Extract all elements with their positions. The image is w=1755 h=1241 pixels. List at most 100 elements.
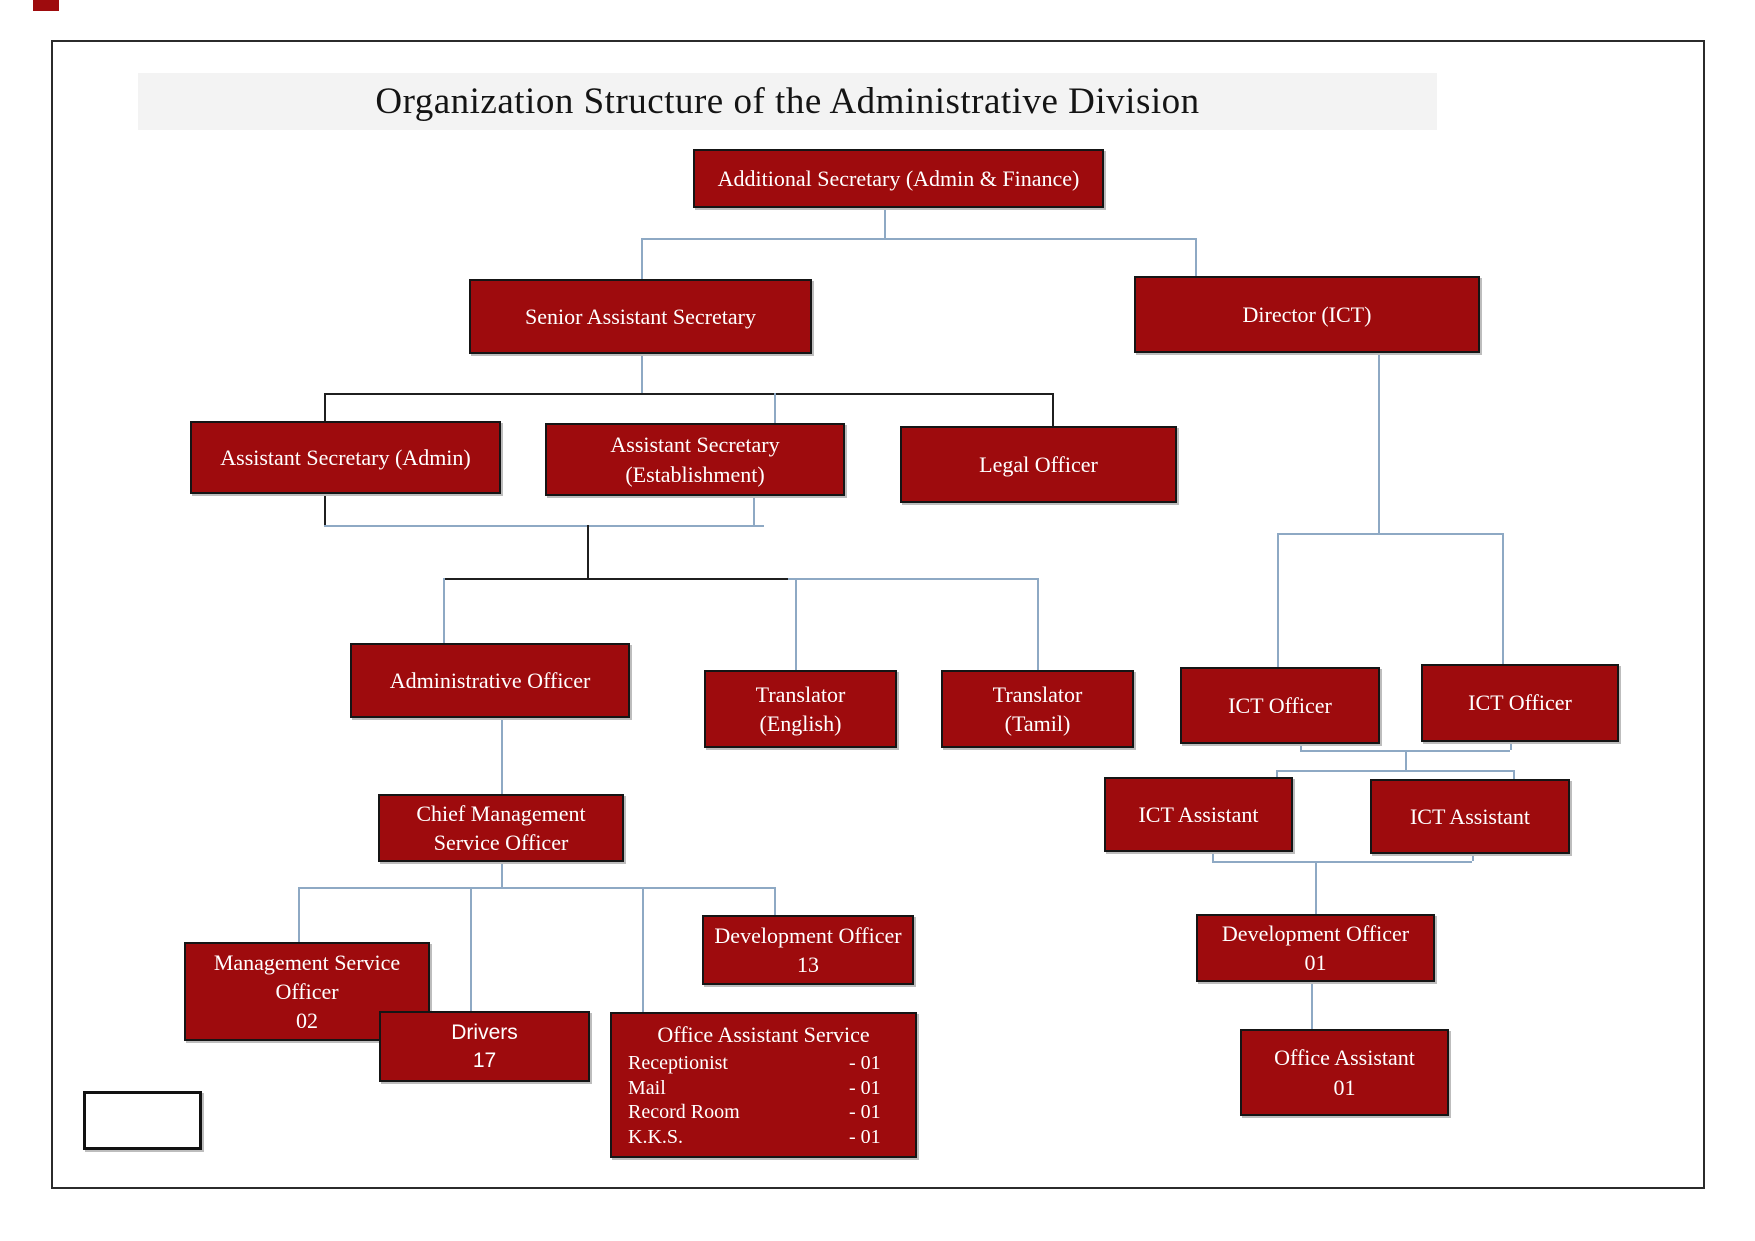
connector-line (1276, 770, 1513, 772)
management-service-officer-label: Management Service (213, 949, 401, 975)
connector-line (298, 887, 774, 889)
development-officer-01-label: Development Officer (1221, 920, 1410, 946)
ict-assistant-1-label: ICT Assistant (1138, 801, 1259, 827)
translator-tamil: Translator (Tamil) (941, 670, 1134, 748)
assistant-secretary-establishment: Assistant Secretary (Establishment) (545, 423, 845, 496)
service-row-value: - 01 (849, 1076, 881, 1099)
service-row-label: K.K.S. (628, 1125, 684, 1148)
connector-line (443, 578, 788, 580)
legal-officer-label: Legal Officer (979, 451, 1098, 477)
additional-secretary-admin-finance: Additional Secretary (Admin & Finance) (693, 149, 1104, 208)
drivers-label: 17 (472, 1048, 497, 1072)
connector-line (324, 525, 764, 527)
connector-line (1378, 353, 1380, 533)
translator-tamil-label: Translator (992, 681, 1083, 707)
service-row: Record Room - 01 (628, 1100, 901, 1124)
assistant-secretary-admin: Assistant Secretary (Admin) (190, 421, 501, 494)
chief-management-service-officer-label: Service Officer (433, 830, 569, 855)
administrative-officer: Administrative Officer (350, 643, 630, 718)
connector-line (1212, 852, 1214, 861)
drivers-label: Drivers (451, 1020, 518, 1044)
ict-officer-1-label: ICT Officer (1228, 692, 1332, 718)
connector-line (324, 393, 1052, 395)
title-band: Organization Structure of the Administra… (138, 73, 1437, 130)
connector-line (324, 393, 326, 421)
office-assistant-01-label: Office Assistant (1274, 1045, 1415, 1071)
legal-officer: Legal Officer (900, 426, 1177, 503)
assistant-secretary-admin-label: Assistant Secretary (Admin) (220, 444, 471, 470)
chief-management-service-officer-label: Chief Management (416, 800, 586, 826)
connector-line (795, 578, 797, 670)
service-row-value: - 01 (849, 1052, 881, 1075)
office-assistant-service-title: Office Assistant Service (657, 1021, 870, 1047)
connector-line (1513, 770, 1515, 779)
development-officer-13-label: 13 (797, 952, 819, 977)
connector-line (641, 238, 1195, 240)
assistant-secretary-establishment-label: (Establishment) (625, 461, 765, 487)
development-officer-01-label: 01 (1304, 950, 1327, 975)
connector-line (1277, 533, 1502, 535)
development-officer-01: Development Officer 01 (1196, 914, 1435, 982)
connector-line (641, 238, 643, 279)
page-title: Organization Structure of the Administra… (375, 81, 1200, 122)
top-edge-artifact (33, 0, 59, 11)
ict-assistant-1: ICT Assistant (1104, 777, 1293, 852)
service-row-label: Mail (628, 1076, 666, 1099)
director-ict-label: Director (ICT) (1242, 301, 1372, 327)
connector-line (1472, 854, 1474, 861)
office-assistant-01-label: 01 (1333, 1074, 1356, 1100)
connector-line (1277, 533, 1279, 667)
connector-line (1195, 238, 1197, 276)
connector-line (298, 887, 300, 942)
service-row-label: Record Room (628, 1101, 740, 1124)
ict-assistant-2-label: ICT Assistant (1409, 803, 1530, 829)
chart-outer-border (51, 40, 1705, 1189)
service-row-label: Receptionist (628, 1052, 728, 1075)
translator-english-label: Translator (755, 681, 846, 707)
connector-line (443, 578, 445, 643)
service-row-value: - 01 (849, 1101, 881, 1124)
connector-line (501, 718, 503, 794)
connector-line (1311, 982, 1313, 1029)
connector-line (1502, 533, 1504, 665)
management-service-officer-label: 02 (296, 1008, 318, 1034)
connector-line (1405, 750, 1407, 770)
connector-line (642, 887, 644, 1012)
service-row: Receptionist - 01 (628, 1051, 901, 1075)
management-service-officer-label: Officer (275, 978, 339, 1004)
connector-line (884, 208, 886, 238)
connector-line (1300, 744, 1302, 750)
translator-tamil-label: (Tamil) (1004, 711, 1071, 736)
translator-english-label: (English) (759, 711, 842, 736)
ict-officer-2-label: ICT Officer (1468, 690, 1572, 716)
senior-assistant-secretary: Senior Assistant Secretary (469, 279, 812, 354)
senior-assistant-secretary-label: Senior Assistant Secretary (525, 303, 756, 329)
drivers: Drivers 17 (379, 1011, 590, 1082)
connector-line (1510, 742, 1512, 750)
service-row: Mail - 01 (628, 1076, 901, 1100)
connector-line (1052, 393, 1054, 426)
connector-line (1276, 770, 1278, 777)
connector-line (641, 354, 643, 393)
connector-line (774, 393, 776, 423)
assistant-secretary-establishment-label: Assistant Secretary (610, 432, 780, 458)
service-row: K.K.S. - 01 (628, 1125, 901, 1149)
development-officer-13-label: Development Officer (714, 922, 902, 948)
connector-line (774, 887, 776, 915)
connector-line (1037, 578, 1039, 670)
service-row-value: - 01 (849, 1125, 881, 1148)
director-ict: Director (ICT) (1134, 276, 1480, 353)
administrative-officer-label: Administrative Officer (389, 667, 591, 693)
connector-line (788, 578, 1037, 580)
ict-officer-2: ICT Officer (1421, 664, 1619, 742)
connector-line (753, 496, 755, 525)
ict-officer-1: ICT Officer (1180, 667, 1380, 744)
connector-line (324, 494, 326, 525)
additional-secretary-admin-finance-label: Additional Secretary (Admin & Finance) (717, 165, 1080, 191)
translator-english: Translator (English) (704, 670, 897, 748)
empty-box (83, 1091, 202, 1150)
